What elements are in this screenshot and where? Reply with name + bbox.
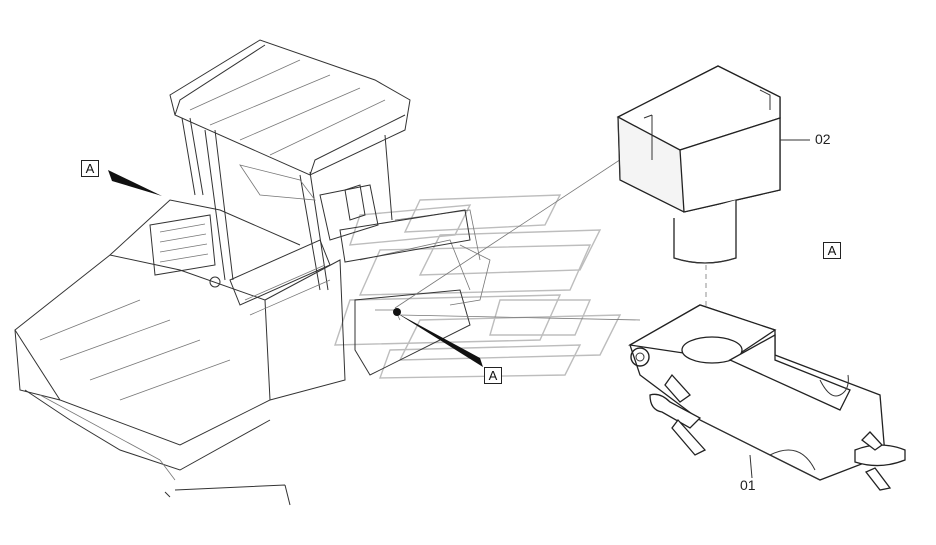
leader-line — [399, 314, 641, 321]
part-number-02: 02 — [815, 131, 831, 147]
leader-line — [394, 139, 651, 309]
part-number-01: 01 — [740, 477, 756, 493]
view-label-a-center: A — [484, 367, 502, 384]
paver-machine — [14, 39, 491, 506]
watermark-logo — [334, 194, 622, 379]
pointer-target-dot — [393, 308, 401, 316]
pointer-wedge-center — [395, 312, 483, 367]
part-02-block — [616, 65, 810, 360]
pointer-wedge-left — [108, 170, 162, 196]
view-label-a-left: A — [81, 160, 99, 177]
part-01-clamp — [628, 304, 906, 491]
view-label-a-right: A — [823, 242, 841, 259]
